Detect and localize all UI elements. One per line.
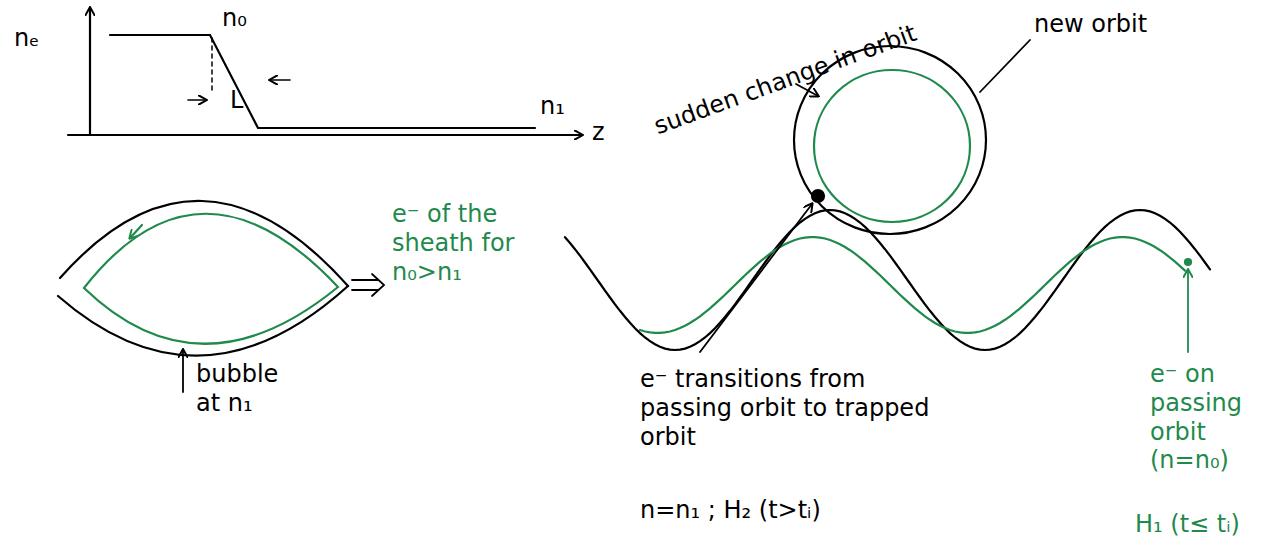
x-axis [68, 134, 582, 136]
leader-arrow [700, 204, 812, 352]
passing-orbit [640, 237, 1185, 333]
dashed-marker [211, 38, 213, 92]
annotation: e⁻ of the sheath for n₀>n₁ [392, 200, 542, 286]
implies-arrow [352, 274, 384, 296]
direction-arrow [130, 225, 142, 238]
axis-label: z [592, 118, 605, 147]
electron-dot [1185, 259, 1191, 265]
length-arrow [270, 79, 290, 81]
density-label: n₀ [222, 4, 247, 33]
annotation: H₁ (t≤ tᵢ) [1135, 510, 1240, 539]
length-arrow [188, 99, 206, 101]
annotation: e⁻ on passing orbit (n=n₀) [1150, 360, 1260, 475]
length-label: L [230, 86, 243, 115]
transition-point [812, 190, 824, 202]
axis-label: nₑ [14, 24, 39, 53]
annotation: n=n₁ ; H₂ (t>tᵢ) [640, 496, 821, 525]
sheath-electron-path [84, 214, 338, 344]
annotation: e⁻ transitions from passing orbit to tra… [640, 365, 940, 451]
old-trapped-orbit [814, 70, 970, 222]
annotation: new orbit [1034, 10, 1147, 39]
annotation: sudden change in orbit [650, 19, 920, 141]
leader-line [980, 40, 1030, 92]
bubble-outline [58, 286, 348, 356]
leader-arrow [182, 350, 184, 392]
density-label: n₁ [540, 92, 565, 121]
y-axis [89, 8, 91, 135]
leader-arrow [1187, 270, 1189, 352]
density-profile [110, 35, 535, 128]
annotation: bubble at n₁ [196, 360, 296, 418]
separatrix-curve [565, 210, 1210, 350]
